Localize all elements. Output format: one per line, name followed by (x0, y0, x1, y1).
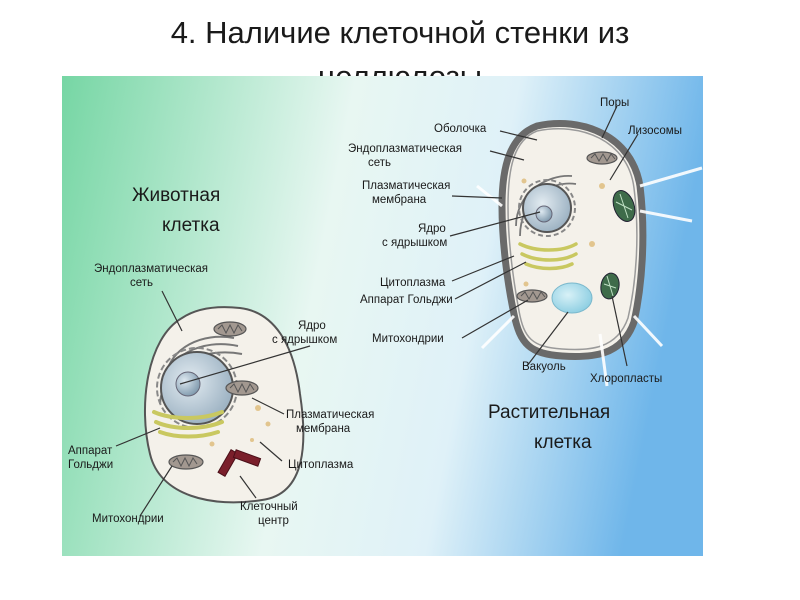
plant-neighbour-walls (476, 166, 703, 387)
plant-chloroplasts (600, 190, 636, 300)
animal-cytoplasm-dots (209, 405, 271, 447)
plant-mitochondria (516, 151, 618, 303)
plant-label-er-2: сеть (368, 157, 391, 169)
leader-lines (115, 105, 639, 517)
plant-label-lysosomes: Лизосомы (628, 125, 682, 137)
plant-labels: Поры Оболочка Лизосомы Эндоплазматическа… (348, 97, 682, 453)
plant-nucleus-ring (518, 179, 576, 237)
animal-label-er-2: сеть (130, 277, 153, 289)
plant-label-pores: Поры (600, 97, 629, 109)
animal-heading: Животная (132, 185, 220, 206)
animal-cell (144, 306, 305, 504)
plant-label-vacuole: Вакуоль (522, 361, 566, 373)
plant-label-nucleus-2: с ядрышком (382, 237, 447, 249)
animal-label-membrane: Плазматическая (286, 409, 374, 421)
slide-title: 4. Наличие клеточной стенки из (170, 15, 630, 50)
animal-label-centrosome-2: центр (258, 515, 289, 527)
plant-label-golgi: Аппарат Гольджи (360, 294, 453, 306)
plant-vacuole (551, 282, 593, 314)
plant-heading-line2: клетка (534, 432, 592, 453)
animal-golgi (152, 410, 224, 439)
plant-heading: Растительная (488, 402, 610, 423)
animal-label-membrane-2: мембрана (296, 423, 351, 435)
animal-label-centrosome: Клеточный (240, 501, 298, 513)
plant-label-membrane-2: мембрана (372, 194, 427, 206)
animal-label-nucleus: Ядро (298, 320, 326, 332)
plant-label-chloroplasts: Хлоропласты (590, 373, 662, 385)
plant-label-nucleus: Ядро (418, 223, 446, 235)
animal-label-er: Эндоплазматическая (94, 263, 208, 275)
slide-title-line2: целлюлозы (0, 62, 800, 76)
animal-centrosome (217, 449, 262, 477)
plant-cell (476, 120, 703, 387)
plant-cell-membrane (507, 128, 638, 351)
animal-label-cytoplasm: Цитоплазма (288, 459, 354, 471)
plant-dots (521, 178, 605, 287)
plant-label-membrane: Плазматическая (362, 180, 450, 192)
diagram-panel: Животная клетка Эндоплазматическая сеть … (62, 76, 703, 556)
animal-heading-line2: клетка (162, 215, 220, 236)
plant-nucleolus (535, 205, 553, 223)
plant-label-wall: Оболочка (434, 123, 487, 135)
animal-mitochondria (168, 321, 259, 470)
plant-label-er: Эндоплазматическая (348, 143, 462, 155)
plant-golgi (518, 242, 578, 271)
animal-label-nucleus-2: с ядрышком (272, 334, 337, 346)
animal-label-golgi-2: Гольджи (68, 459, 113, 471)
animal-label-golgi: Аппарат (68, 445, 113, 457)
plant-label-mitochondria: Митохондрии (372, 333, 444, 345)
plant-cell-wall (498, 120, 647, 360)
animal-labels: Животная клетка Эндоплазматическая сеть … (68, 185, 374, 527)
plant-label-cytoplasm: Цитоплазма (380, 277, 446, 289)
animal-label-mitochondria: Митохондрии (92, 513, 164, 525)
cell-diagram: Животная клетка Эндоплазматическая сеть … (62, 76, 703, 556)
animal-nucleolus (175, 371, 201, 397)
